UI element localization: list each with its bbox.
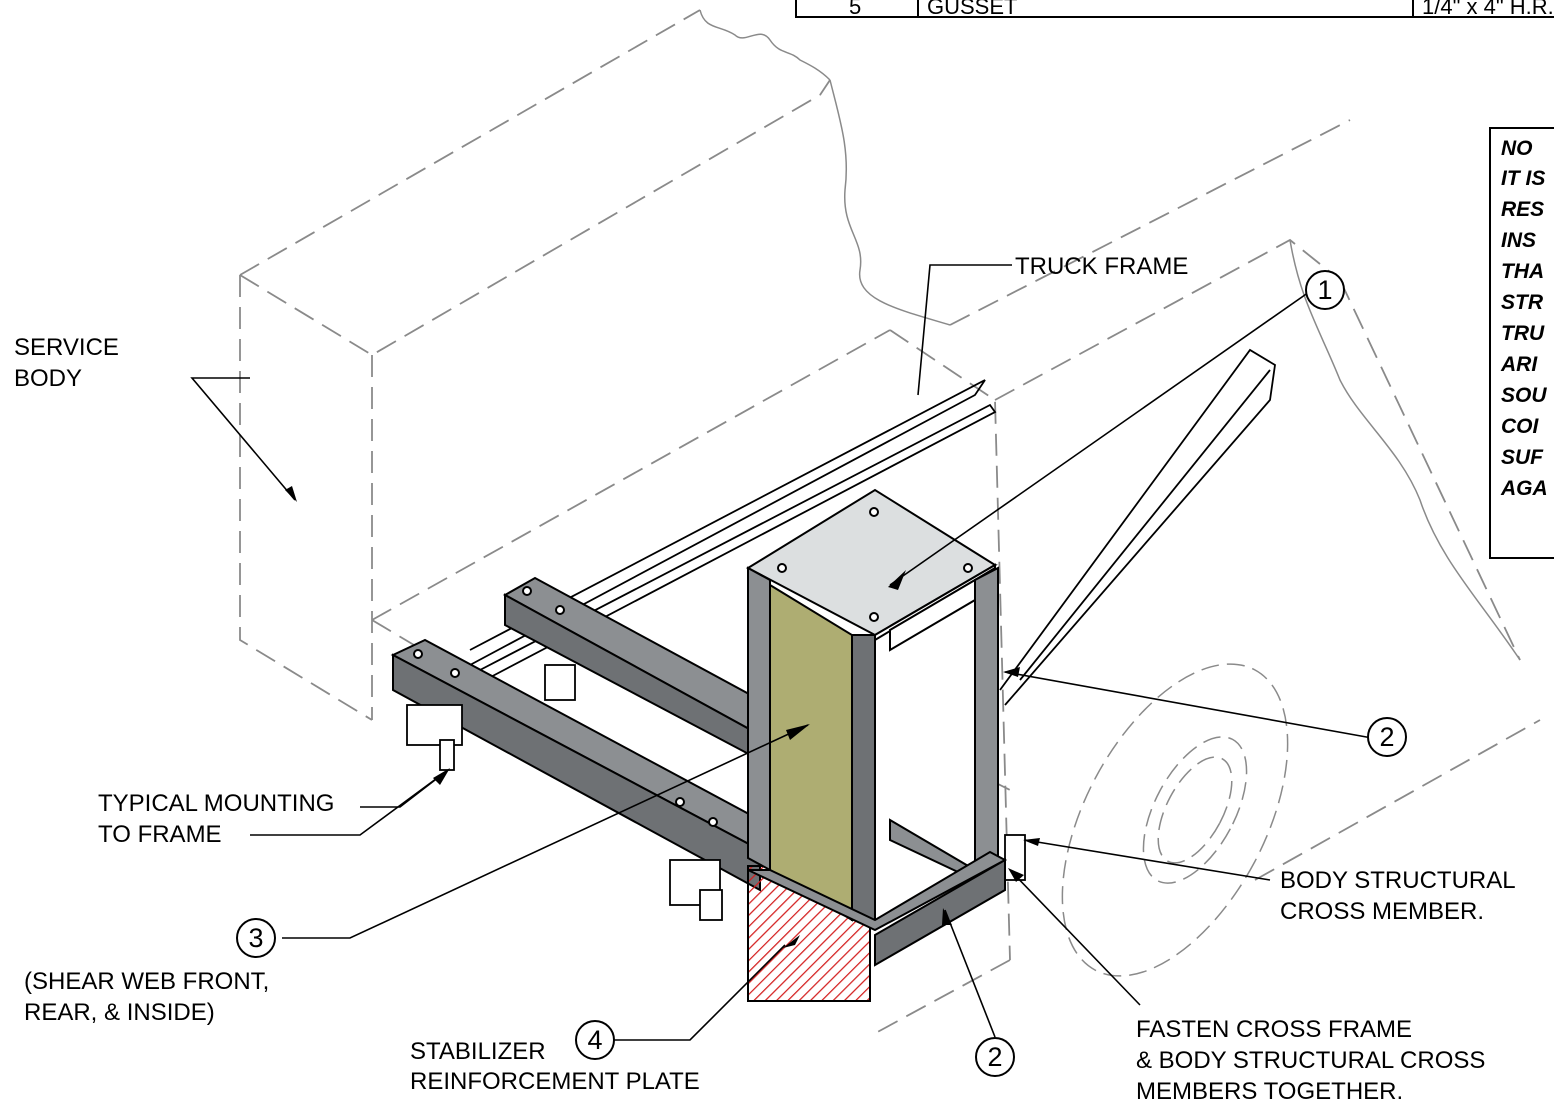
callout-3: 3 [236,918,276,958]
truck-frame-rails [469,348,1276,706]
parts-table-description: GUSSET [927,0,1018,18]
callout-2: 2 [1367,717,1407,757]
typical-mounting-label: TYPICAL MOUNTING TO FRAME [98,790,335,848]
note-line: SOU [1501,384,1547,407]
note-line: SUF [1501,446,1543,469]
note-line: AGA [1501,477,1548,500]
table-divider [1412,0,1414,16]
note-line: IT IS [1501,167,1546,190]
note-line: THA [1501,260,1545,283]
note-line: STR [1501,291,1543,314]
note-box: NO IT IS RES INS THA STR TRU ARI SOU COI… [1489,127,1554,559]
stabilizer-label: STABILIZER [410,1038,546,1065]
truck-frame-label: TRUCK FRAME [1015,253,1189,280]
frame-member-rear [502,576,761,762]
mounting-clamps [406,664,1026,921]
body-structural-label: BODY STRUCTURAL CROSS MEMBER. [1280,867,1516,925]
parts-table-item: 5 [849,0,862,18]
service-body-label: SERVICE BODY [14,334,119,392]
note-line: ARI [1501,353,1538,376]
note-line: RES [1501,198,1545,221]
shear-web-label: (SHEAR WEB FRONT, REAR, & INSIDE) [24,968,270,1026]
callout-4: 4 [575,1020,615,1060]
leader-lines [190,264,1373,1041]
note-line: COI [1501,415,1539,438]
reinforcement-plate-label: REINFORCEMENT PLATE [410,1068,700,1095]
note-line: NO [1501,137,1533,160]
note-line: INS [1501,229,1537,252]
fasten-cross-label: FASTEN CROSS FRAME & BODY STRUCTURAL CRO… [1136,1016,1486,1105]
break-lines [699,9,1521,661]
note-line: TRU [1501,322,1545,345]
callout-1: 1 [1305,270,1345,310]
arrowheads [285,486,1040,948]
callout-2-bottom: 2 [975,1037,1015,1077]
stabilizer-box [745,488,1008,1002]
parts-table-row: 5 GUSSET 1/4" x 4" H.R. [795,0,1554,18]
parts-table-size: 1/4" x 4" H.R. [1422,0,1554,18]
service-body-outline [239,9,1541,1036]
wheel [1061,663,1289,977]
table-divider [917,0,919,16]
